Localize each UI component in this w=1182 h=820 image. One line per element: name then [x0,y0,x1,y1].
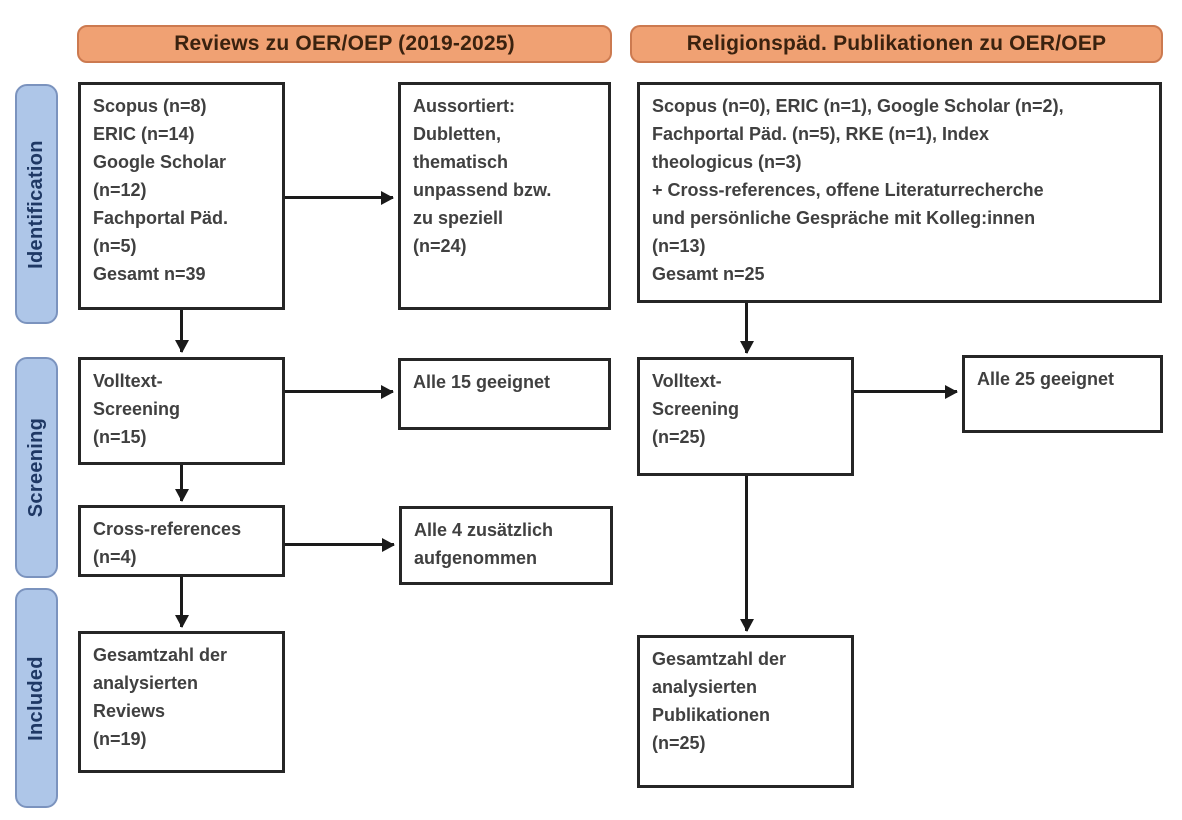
column-header-reviews: Reviews zu OER/OEP (2019-2025) [77,25,612,63]
box-left-cross-references-added: Alle 4 zusätzlich aufgenommen [399,506,613,585]
box-right-fulltext-screening: Volltext- Screening (n=25) [637,357,854,476]
arrow-left-crossref-to-added [285,543,394,546]
column-header-religionspaed: Religionspäd. Publikationen zu OER/OEP [630,25,1163,63]
stage-label-included-text: Included [25,655,48,741]
stage-label-screening: Screening [15,357,58,578]
box-right-eligible: Alle 25 geeignet [962,355,1163,433]
box-left-eligible: Alle 15 geeignet [398,358,611,430]
arrow-left-fulltext-to-crossref [180,465,183,501]
arrow-left-crossref-to-included [180,577,183,627]
box-left-cross-references: Cross-references (n=4) [78,505,285,577]
box-left-included-total: Gesamtzahl der analysierten Reviews (n=1… [78,631,285,773]
arrow-right-fulltext-to-eligible [854,390,957,393]
stage-label-screening-text: Screening [25,417,47,518]
arrow-left-sources-to-fulltext [180,310,183,352]
box-left-excluded: Aussortiert: Dubletten, thematisch unpas… [398,82,611,310]
arrow-right-fulltext-to-included [745,476,748,631]
box-right-identification-sources: Scopus (n=0), ERIC (n=1), Google Scholar… [637,82,1162,303]
stage-label-identification: Identification [15,84,58,324]
stage-label-identification-text: Identification [25,139,47,269]
arrow-right-sources-to-fulltext [745,303,748,353]
box-left-fulltext-screening: Volltext- Screening (n=15) [78,357,285,465]
arrow-left-fulltext-to-eligible [285,390,393,393]
stage-label-included: Included [15,588,58,808]
box-right-included-total: Gesamtzahl der analysierten Publikatione… [637,635,854,788]
arrow-left-sources-to-excluded [285,196,393,199]
box-left-identification-sources: Scopus (n=8) ERIC (n=14) Google Scholar … [78,82,285,310]
